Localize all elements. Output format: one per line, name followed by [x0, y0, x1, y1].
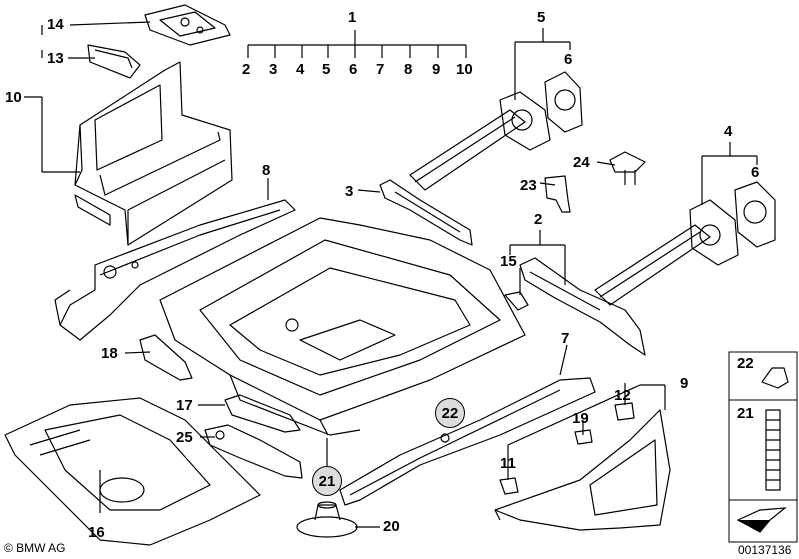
part-23-clip — [544, 175, 571, 213]
leader-lines — [24, 21, 758, 528]
label-6-right: 6 — [751, 164, 760, 181]
label-18: 18 — [101, 345, 118, 362]
label-1: 1 — [348, 9, 357, 26]
arrow-icon — [736, 507, 787, 533]
part-19-clip — [574, 429, 593, 445]
part-2-rail — [519, 257, 646, 356]
label-11: 11 — [500, 455, 516, 472]
label-12: 12 — [614, 387, 631, 404]
label-8: 8 — [404, 61, 413, 78]
label-9-tray: 9 — [680, 375, 689, 392]
copyright-brand: © BMW AG — [4, 541, 66, 555]
label-4: 4 — [296, 61, 305, 78]
label-6: 6 — [349, 61, 358, 78]
label-5-strut: 5 — [537, 9, 546, 26]
label-6-upper: 6 — [564, 51, 573, 68]
label-2: 2 — [242, 61, 251, 78]
part-7-rail — [339, 377, 596, 506]
part-20-grommet — [296, 501, 358, 538]
label-10-tray: 10 — [5, 89, 22, 106]
part-12-clip — [614, 402, 635, 421]
label-8-rail: 8 — [262, 162, 271, 179]
label-10: 10 — [456, 61, 473, 78]
label-14: 14 — [47, 16, 64, 33]
part-8-rail — [54, 199, 296, 341]
legend-label-21: 21 — [737, 405, 754, 422]
label-16: 16 — [88, 524, 105, 541]
label-3: 3 — [269, 61, 278, 78]
label-25: 25 — [176, 429, 193, 446]
label-20: 20 — [383, 518, 400, 535]
label-23: 23 — [520, 177, 537, 194]
legend-part-21 — [765, 409, 781, 491]
label-7-rail: 7 — [561, 330, 570, 347]
part-5-strut — [409, 71, 583, 191]
label-3-bracket: 3 — [345, 183, 354, 200]
label-9: 9 — [432, 61, 441, 78]
part-24-bracket — [609, 151, 646, 185]
part-10-tray — [74, 61, 233, 246]
callout-22: 22 — [435, 398, 465, 428]
part-18-bracket — [139, 334, 193, 381]
callout-21: 21 — [312, 466, 342, 496]
part-4-strut — [594, 181, 776, 306]
part-15-clip — [504, 291, 529, 311]
diagram-number: 00137136 — [738, 543, 792, 557]
spare-wheel-well — [159, 217, 526, 436]
part-17-bracket — [224, 394, 301, 433]
label-19: 19 — [572, 410, 589, 427]
part-3-bracket — [379, 179, 473, 246]
label-2-rail: 2 — [534, 211, 543, 228]
part-16-floor — [4, 397, 261, 546]
label-17: 17 — [176, 397, 193, 414]
part-9-tray — [494, 409, 671, 531]
legend-part-22 — [761, 367, 789, 389]
label-24: 24 — [573, 154, 590, 171]
label-13: 13 — [47, 50, 64, 67]
legend-box — [728, 351, 798, 543]
part-14-bracket — [144, 4, 231, 46]
legend-label-22: 22 — [737, 355, 754, 372]
part-13-bracket — [87, 44, 141, 79]
label-7: 7 — [376, 61, 385, 78]
part-11-clip — [499, 477, 519, 495]
label-15: 15 — [500, 253, 517, 270]
part-25-bracket — [204, 424, 303, 479]
label-5: 5 — [322, 61, 331, 78]
label-4-strut: 4 — [724, 123, 733, 140]
